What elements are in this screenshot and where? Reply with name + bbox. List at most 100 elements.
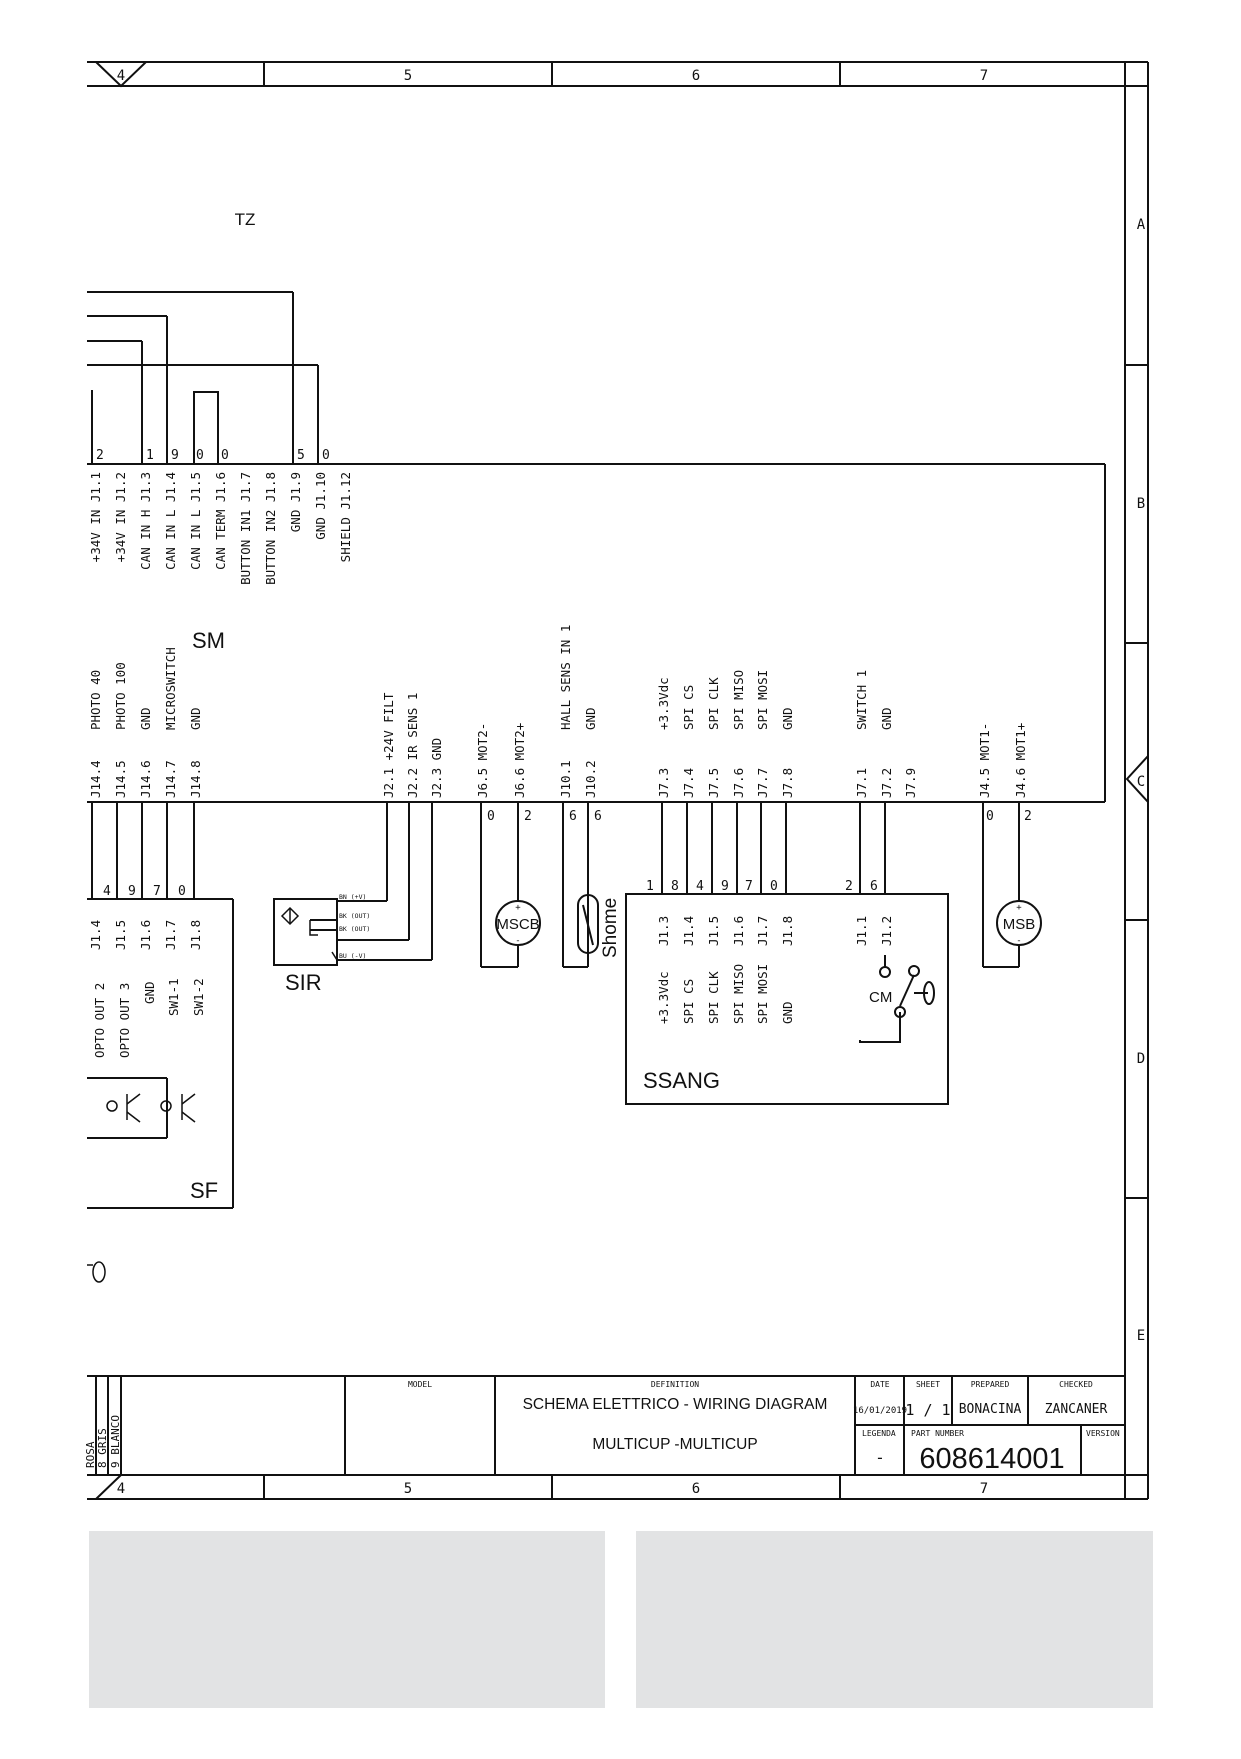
ssang-pin-number: J1.3 xyxy=(656,916,671,946)
wire-number: 9 xyxy=(171,448,179,463)
motor-minus: - xyxy=(515,936,520,946)
wire-number: 0 xyxy=(986,809,994,824)
sm-pin-number: J7.4 xyxy=(681,768,696,798)
sm-pin-number: J14.4 xyxy=(88,760,103,798)
definition-line-1: SCHEMA ELETTRICO - WIRING DIAGRAM xyxy=(523,1396,828,1413)
row-label-a: A xyxy=(1137,217,1146,233)
ssang-pin-number: J1.1 xyxy=(854,916,869,946)
wire-number: 0 xyxy=(770,879,778,894)
sm-pin-number: J14.7 xyxy=(163,760,178,798)
row-label-e: E xyxy=(1137,1328,1145,1344)
wire-number: 9 xyxy=(128,884,136,899)
ssang-pin-number: J1.5 xyxy=(706,916,721,946)
sm-pin-signal: PHOTO 40 xyxy=(88,670,103,730)
sm-pin-number: J7.1 xyxy=(854,768,869,798)
sm-pin-label: BUTTON IN2 J1.8 xyxy=(263,472,278,585)
wire-number: 2 xyxy=(1024,809,1032,824)
blank-panel-left xyxy=(89,1531,605,1708)
wire-number: 0 xyxy=(196,448,204,463)
sm-pin-label: SHIELD J1.12 xyxy=(338,472,353,562)
wire-number: 8 xyxy=(671,879,679,894)
sf-pin-signal: SW1-2 xyxy=(191,978,206,1016)
sm-pin-label: J6.6 MOT2+ xyxy=(512,723,527,798)
sm-pin-number: J10.1 xyxy=(558,760,573,798)
row-label-d: D xyxy=(1137,1051,1145,1067)
ssang-pin-number: J1.2 xyxy=(879,916,894,946)
sm-pin-signal: GND xyxy=(188,707,203,730)
sm-pin-signal: HALL SENS IN 1 xyxy=(558,625,573,730)
ssang-pin-signal: SPI MISO xyxy=(731,964,746,1024)
sm-pin-signal: SPI CS xyxy=(681,685,696,730)
date-value: 16/01/2019 xyxy=(853,1406,907,1416)
sf-title: SF xyxy=(190,1178,218,1203)
sir-wire-label: BN (+V) xyxy=(339,893,366,901)
sm-pin-signal: GND xyxy=(138,707,153,730)
checked-label: CHECKED xyxy=(1059,1380,1093,1389)
sm-pin-label: BUTTON IN1 J1.7 xyxy=(238,472,253,585)
blank-panel-right xyxy=(636,1531,1153,1708)
ssang-pin-signal: +3.3Vdc xyxy=(656,971,671,1024)
row-label-c: C xyxy=(1137,774,1145,790)
sm-pin-signal: GND xyxy=(583,707,598,730)
wire-number: 6 xyxy=(594,809,602,824)
sheet-label: SHEET xyxy=(916,1380,940,1389)
motor-plus: + xyxy=(1016,903,1022,913)
sm-pin-signal: PHOTO 100 xyxy=(113,662,128,730)
column-label-4: 4 xyxy=(117,68,125,84)
definition-label: DEFINITION xyxy=(651,1380,699,1389)
column-label-5: 5 xyxy=(404,68,412,84)
sm-pin-signal: SWITCH 1 xyxy=(854,670,869,730)
part-number-label: PART NUMBER xyxy=(911,1429,964,1438)
wire-number: 7 xyxy=(153,884,161,899)
sm-pin-label: CAN IN L J1.4 xyxy=(163,472,178,570)
wire-number: 9 xyxy=(721,879,729,894)
legend-item: 8 GRIS xyxy=(96,1428,109,1468)
wire-number: 2 xyxy=(524,809,532,824)
sm-pin-label: J2.3 GND xyxy=(429,738,444,798)
wire-number: 4 xyxy=(103,884,111,899)
sir-wire-label: BK (OUT) xyxy=(339,912,370,920)
wire-number: 2 xyxy=(96,448,104,463)
column-label-6-bottom: 6 xyxy=(692,1481,700,1497)
sf-pin-number: J1.4 xyxy=(88,920,103,950)
sf-pin-number: J1.5 xyxy=(113,920,128,950)
sf-pin-number: J1.7 xyxy=(163,920,178,950)
sm-pin-signal: GND xyxy=(879,707,894,730)
sm-pin-label: J6.5 MOT2- xyxy=(475,723,490,798)
ssang-pin-signal: SPI CLK xyxy=(706,971,721,1024)
sm-pin-number: J7.8 xyxy=(780,768,795,798)
wire-number: 6 xyxy=(870,879,878,894)
sir-wire-label: BK (OUT) xyxy=(339,925,370,933)
sm-pin-label: J4.6 MOT1+ xyxy=(1013,723,1028,798)
msb-label: MSB xyxy=(1003,916,1036,933)
sf-pin-signal: GND xyxy=(142,981,157,1004)
legend-item: ROSA xyxy=(84,1441,97,1468)
legenda-label: LEGENDA xyxy=(862,1429,896,1438)
definition-line-2: MULTICUP -MULTICUP xyxy=(592,1436,757,1453)
wire-number: 0 xyxy=(178,884,186,899)
sm-pin-label: +34V IN J1.2 xyxy=(113,472,128,562)
legenda-value: - xyxy=(875,1448,885,1467)
sm-pin-signal: MICROSWITCH xyxy=(163,647,178,730)
sm-pin-label: GND J1.10 xyxy=(313,472,328,540)
sm-pin-signal: SPI MOSI xyxy=(755,670,770,730)
sm-pin-number: J7.9 xyxy=(903,768,918,798)
ssang-pin-number: J1.7 xyxy=(755,916,770,946)
sm-pin-label: J4.5 MOT1- xyxy=(977,723,992,798)
sm-pin-signal: +3.3Vdc xyxy=(656,677,671,730)
sm-pin-signal: SPI MISO xyxy=(731,670,746,730)
sm-title: SM xyxy=(192,628,225,653)
sm-pin-label: GND J1.9 xyxy=(288,472,303,532)
sm-pin-number: J7.6 xyxy=(731,768,746,798)
column-label-4-bottom: 4 xyxy=(117,1481,125,1497)
sm-pin-signal: SPI CLK xyxy=(706,677,721,730)
sheet-value: 1 / 1 xyxy=(905,1401,950,1419)
ssang-pin-number: J1.6 xyxy=(731,916,746,946)
wire-number: 0 xyxy=(322,448,330,463)
sir-title: SIR xyxy=(285,970,322,995)
wire-number: 0 xyxy=(221,448,229,463)
part-number-value: 608614001 xyxy=(919,1443,1064,1475)
sm-pin-signal: GND xyxy=(780,707,795,730)
sf-pin-signal: OPTO OUT 2 xyxy=(92,983,107,1058)
